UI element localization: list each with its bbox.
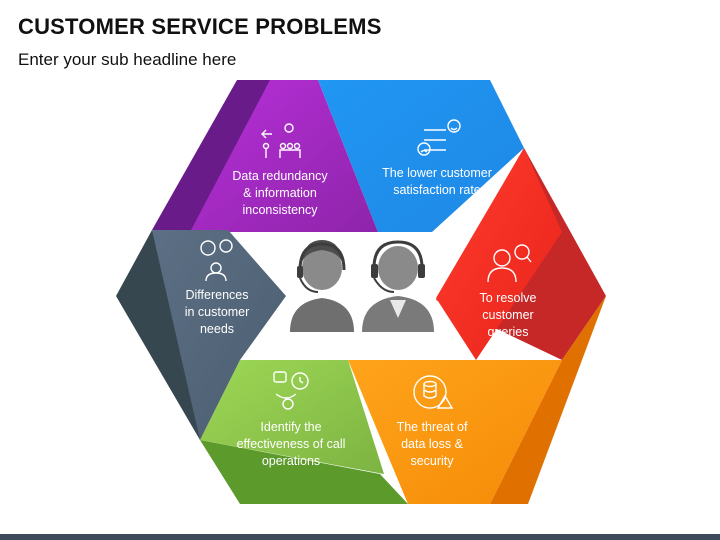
- segment-label-call-operations: Identify the effectiveness of call opera…: [236, 420, 346, 468]
- segment-data-redundancy: [152, 80, 378, 232]
- segment-face: [200, 360, 384, 474]
- customer-support-agents-icon: [290, 240, 434, 332]
- customer-query-icon: [487, 244, 532, 283]
- segment-label-resolve-queries: To resolve customer queries: [479, 291, 537, 339]
- segment-resolve-queries: [436, 148, 606, 360]
- female-agent-icon: [290, 240, 354, 332]
- segment-face: [152, 230, 286, 440]
- segment-label-customer-satisfaction: The lower customer satisfaction rate: [382, 166, 492, 197]
- customer-needs-icon: [200, 239, 233, 282]
- segment-label-data-redundancy: Data redundancy & information inconsiste…: [232, 169, 328, 217]
- segment-face: [318, 80, 524, 232]
- segment-customer-needs: [116, 230, 286, 440]
- segment-label-customer-needs: Differences in customer needs: [184, 288, 250, 336]
- male-agent-icon: [362, 240, 434, 332]
- segment-3d-side: [200, 440, 408, 504]
- segment-face: [436, 148, 562, 360]
- segment-label-data-loss-security: The threat of data loss & security: [396, 420, 468, 468]
- data-redundancy-icon: [261, 123, 301, 158]
- segment-call-operations: [200, 360, 408, 504]
- page-subtitle: Enter your sub headline here: [18, 50, 237, 69]
- satisfaction-rating-icon: [417, 119, 461, 156]
- data-security-icon: [413, 375, 454, 409]
- page-title: CUSTOMER SERVICE PROBLEMS: [18, 14, 382, 39]
- segment-face: [348, 360, 562, 504]
- segment-face: [190, 80, 378, 232]
- footer-bar: [0, 534, 720, 540]
- segment-data-loss-security: [348, 296, 606, 504]
- segment-3d-side: [490, 296, 606, 504]
- segment-customer-satisfaction: [318, 80, 524, 232]
- call-operations-icon: [273, 371, 309, 410]
